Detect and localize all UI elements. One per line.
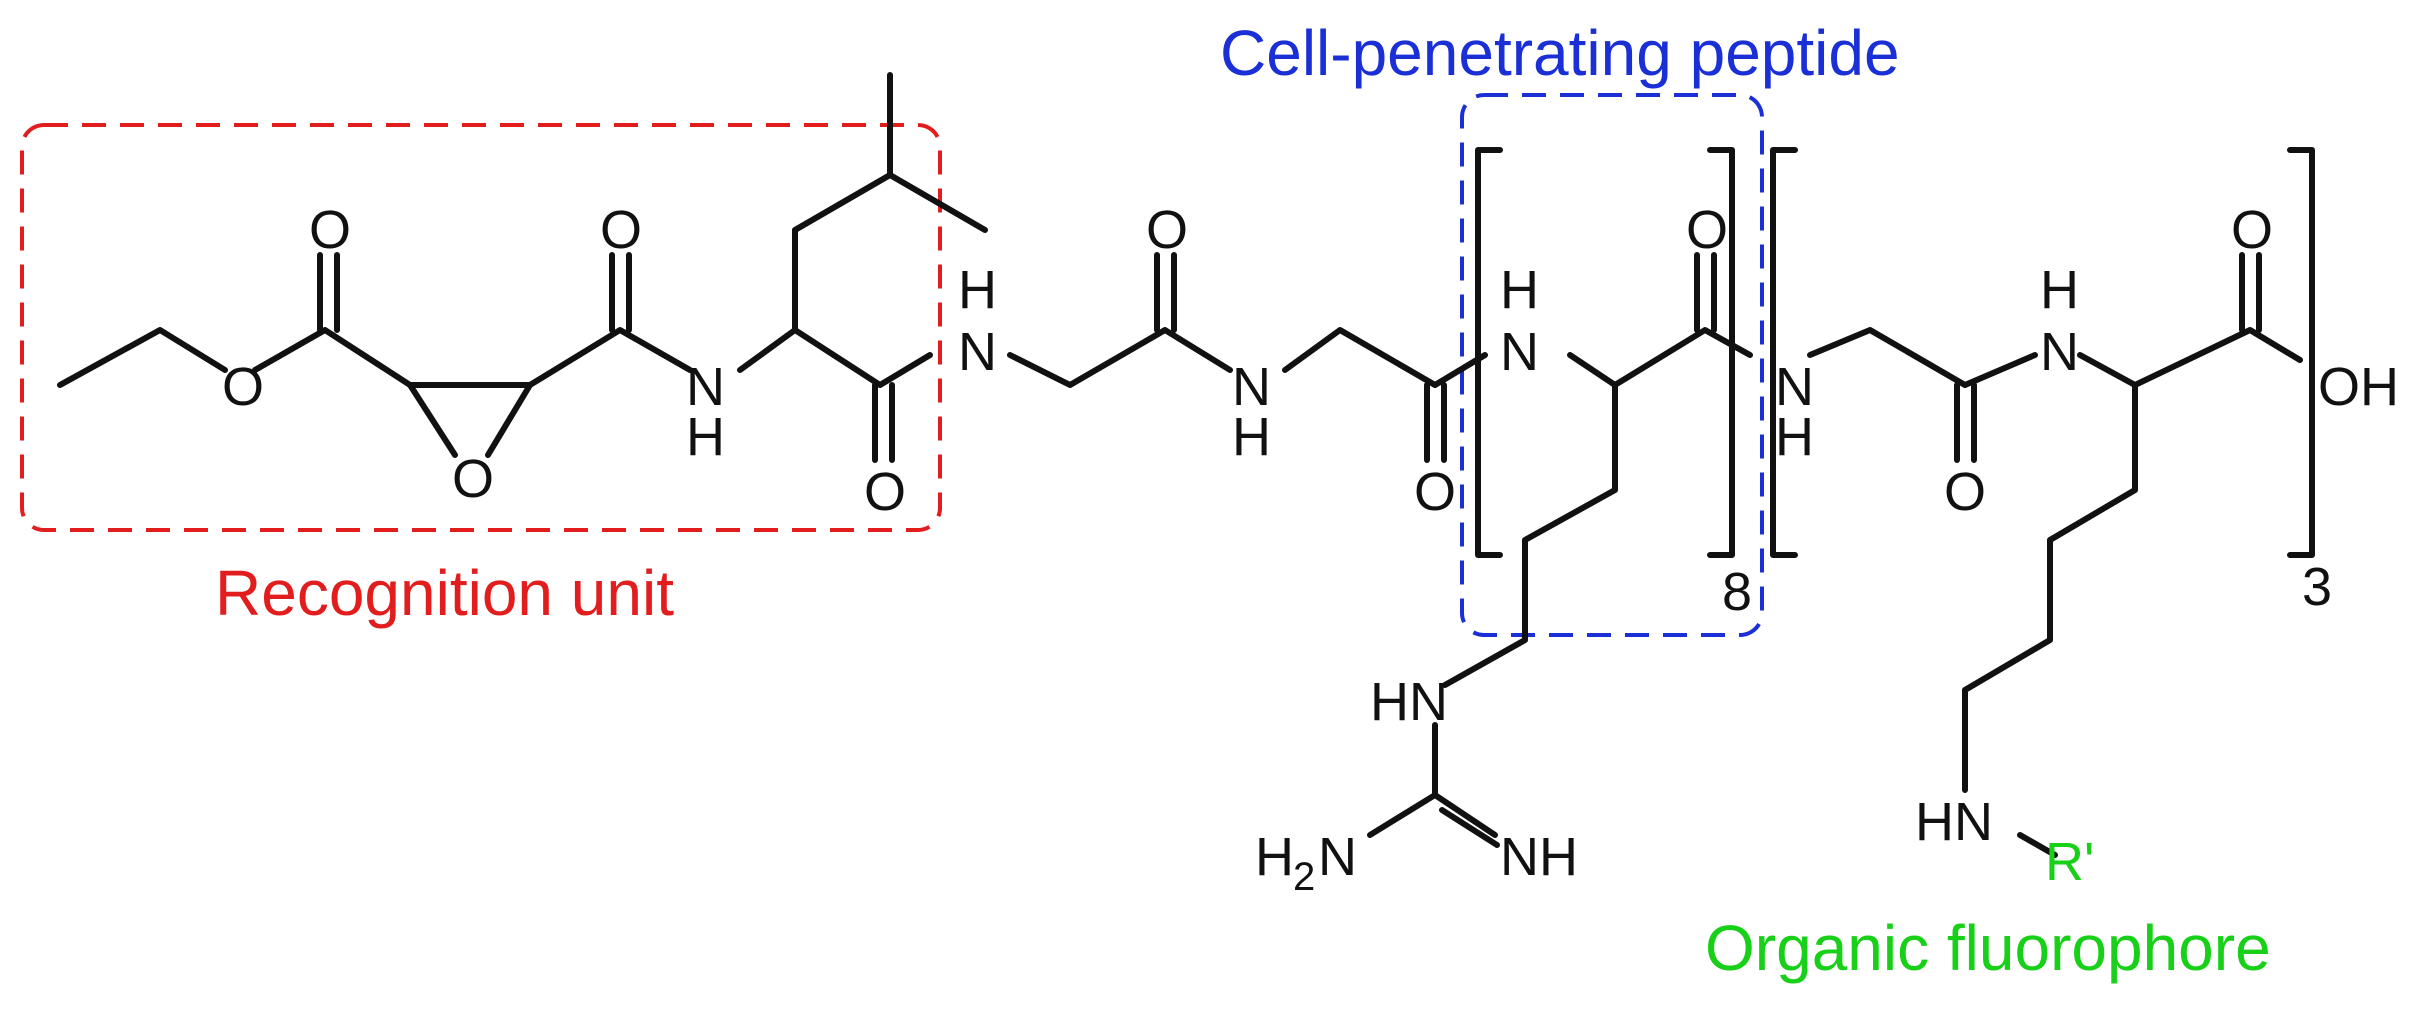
atom-h2n-n: N (1318, 827, 1357, 887)
atom-o-amide-1: O (600, 200, 642, 260)
atom-h-glycine-1: H (958, 260, 997, 320)
atom-hn-lysine: HN (1915, 792, 1993, 852)
atom-h2n-h: H (1255, 827, 1294, 887)
atom-labels: O O O O N H O H N O N H O H N O HN H 2 N… (222, 200, 2399, 899)
atom-n-amide-1: N (686, 357, 725, 417)
atom-o-glycine-2: O (1414, 462, 1456, 522)
atom-n-glycine-1: N (958, 322, 997, 382)
atom-n-glycine-2: N (1232, 357, 1271, 417)
atom-n-lysine: N (2040, 322, 2079, 382)
atom-n-arginine: N (1500, 322, 1539, 382)
cell-penetrating-peptide-box (1460, 93, 1764, 637)
arginine-repeat-count: 8 (1722, 562, 1752, 622)
atom-h-glycine-3: H (1775, 407, 1814, 467)
lysine-repeat-count: 3 (2302, 557, 2332, 617)
atom-r-prime: R' (2045, 832, 2094, 892)
recognition-unit-box (20, 123, 942, 532)
atom-h-glycine-2: H (1232, 407, 1271, 467)
atom-nh-guanidine: NH (1500, 827, 1578, 887)
atom-o-ester-carbonyl: O (309, 200, 351, 260)
atom-oh-terminal: OH (2318, 357, 2399, 417)
atom-n-glycine-3: N (1775, 357, 1814, 417)
atom-o-glycine-3: O (1944, 462, 1986, 522)
atom-h-amide-1: H (686, 407, 725, 467)
atom-o-epoxide: O (452, 449, 494, 509)
atom-h-arginine: H (1500, 260, 1539, 320)
atom-o-arginine: O (1686, 200, 1728, 260)
atom-h2n-subscript: 2 (1293, 855, 1315, 899)
atom-o-ester: O (222, 357, 264, 417)
atom-o-leucine: O (864, 462, 906, 522)
atom-o-glycine-1: O (1146, 200, 1188, 260)
recognition-unit-label: Recognition unit (215, 557, 674, 629)
atom-h-lysine: H (2040, 260, 2079, 320)
bond-skeleton (57, 72, 2315, 858)
atom-hn-guanidine: HN (1370, 672, 1448, 732)
organic-fluorophore-label: Organic fluorophore (1705, 912, 2271, 984)
cell-penetrating-peptide-label: Cell-penetrating peptide (1220, 17, 1900, 89)
atom-o-lysine: O (2231, 200, 2273, 260)
